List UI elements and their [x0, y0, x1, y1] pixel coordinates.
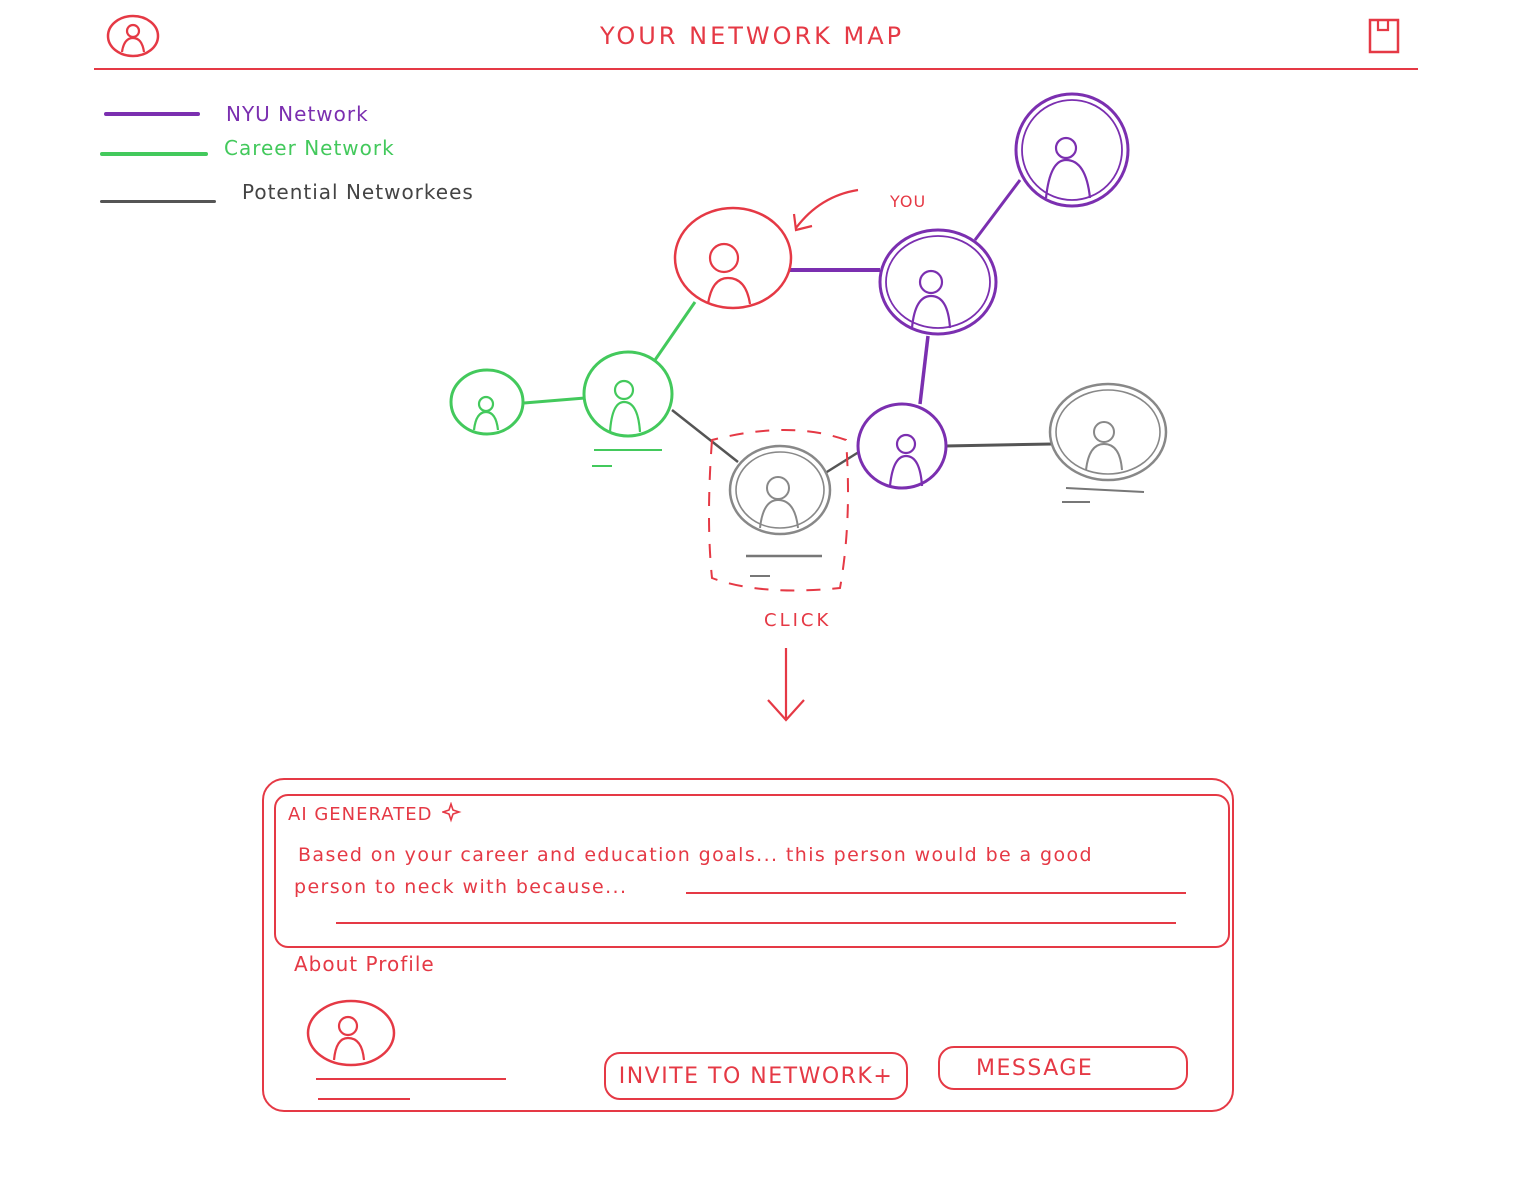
ai-summary-box: AI GENERATED Based on your career and ed… — [274, 794, 1230, 948]
profile-panel: AI GENERATED Based on your career and ed… — [262, 778, 1234, 1112]
potential-2-name-line — [1065, 487, 1145, 493]
profile-detail-line — [318, 1098, 410, 1100]
sparkle-icon — [442, 802, 462, 826]
legend-label-career: Career Network — [224, 136, 395, 160]
you-arrow — [795, 188, 859, 229]
ai-summary-placeholder-line-2 — [336, 922, 1176, 924]
person-avatar-icon — [306, 999, 396, 1067]
profile-avatar — [306, 998, 396, 1068]
edge-potential1-nyu3 — [821, 448, 863, 477]
ai-summary-placeholder-line — [686, 892, 1186, 894]
legend-swatch-career — [100, 152, 208, 156]
ai-generated-heading: AI GENERATED — [288, 804, 433, 825]
node-you-button[interactable] — [675, 208, 791, 308]
node-potential-2-button[interactable] — [1050, 384, 1166, 480]
message-button[interactable]: MESSAGE — [938, 1046, 1188, 1090]
you-label: YOU — [890, 192, 927, 211]
legend-label-nyu: NYU Network — [226, 102, 369, 126]
node-career-1-button[interactable] — [584, 352, 672, 436]
node-career-2-button[interactable] — [451, 370, 523, 434]
edge-career1-potential1 — [671, 409, 739, 463]
page-title: YOUR NETWORK MAP — [600, 22, 905, 50]
click-label: CLICK — [764, 610, 832, 631]
about-profile-label: About Profile — [294, 952, 435, 976]
ai-summary-text-line1: Based on your career and education goals… — [298, 844, 1094, 866]
node-nyu-1-button[interactable] — [880, 230, 996, 334]
node-nyu-2-button[interactable] — [1016, 94, 1128, 206]
node-nyu-3-button[interactable] — [858, 404, 946, 488]
bookmark-icon — [1368, 18, 1400, 54]
edge-you-career1 — [653, 301, 697, 361]
node-potential-1-button[interactable] — [730, 446, 830, 534]
legend-swatch-nyu — [104, 112, 200, 116]
legend-label-potential: Potential Networkees — [242, 180, 474, 204]
edge-nyu1-nyu3 — [918, 335, 930, 405]
profile-name-line — [316, 1078, 506, 1080]
legend-swatch-potential — [100, 200, 216, 203]
edge-nyu1-nyu2 — [973, 179, 1022, 241]
invite-to-network-button[interactable]: INVITE TO NETWORK+ — [604, 1052, 908, 1100]
ai-summary-text-line2: person to neck with because... — [294, 876, 628, 898]
profile-avatar-button[interactable] — [104, 12, 162, 60]
save-button[interactable] — [1364, 16, 1404, 56]
edge-nyu3-potential2 — [944, 442, 1053, 448]
legend: NYU Network Career Network Potential Net… — [96, 96, 496, 216]
header-divider — [94, 68, 1418, 70]
edge-career1-career2 — [523, 396, 586, 405]
person-avatar-icon — [106, 14, 160, 58]
